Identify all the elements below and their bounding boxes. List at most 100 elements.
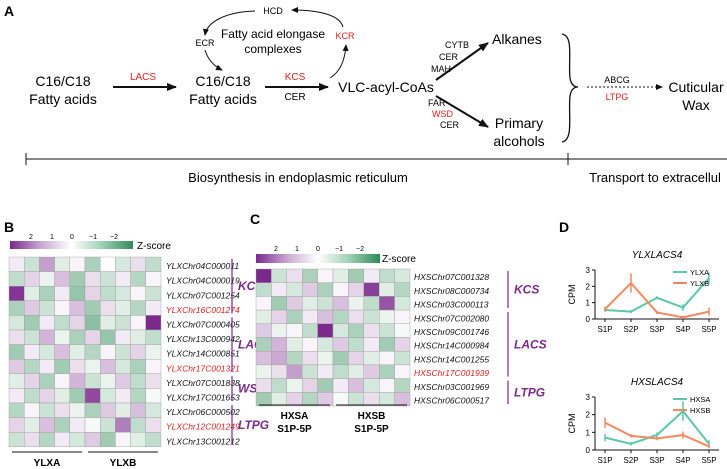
gene-label: HXSChr08C000734 <box>414 286 489 296</box>
heatmap-cell <box>145 373 162 389</box>
y-tick-label: 1 <box>586 299 591 308</box>
heatmap-cell <box>84 271 101 287</box>
heatmap-cell <box>348 351 364 366</box>
group-name: YLXB <box>110 458 137 469</box>
enzyme-lacs: LACS <box>130 72 156 83</box>
heatmap-cell <box>363 323 380 338</box>
group-subtitle: S1P-5P <box>277 424 312 435</box>
gene-label: YLXChr14C000851 <box>166 349 240 359</box>
heatmap-cell <box>115 402 131 418</box>
heatmap-cell <box>255 268 272 283</box>
y-tick-label: 3 <box>586 393 591 402</box>
heatmap-cell <box>99 286 116 302</box>
heatmap-cell <box>54 315 70 331</box>
heatmap-cell <box>145 315 162 331</box>
gene-label: YLXChr07C001838 <box>166 378 240 388</box>
gene-label: YLXChr12C001249 <box>166 422 240 432</box>
heatmap-cell <box>317 351 334 366</box>
heatmap-cell <box>84 402 101 418</box>
gene-label: HXSChr06C000517 <box>414 396 489 406</box>
enzyme-kcr: KCR <box>335 31 355 41</box>
zscore-c-colorbar <box>256 254 380 263</box>
zscore-b-tick-m2: −2 <box>110 234 118 241</box>
enzyme-cytb: CYTB <box>445 40 469 50</box>
heatmap-cell <box>54 271 70 287</box>
heatmap-cell <box>317 392 334 407</box>
heatmap-cell <box>332 364 349 379</box>
heatmap-cell <box>39 271 55 287</box>
heatmap-cell <box>115 300 131 316</box>
heatmap-cell <box>99 388 116 404</box>
heatmap-cell <box>394 378 411 393</box>
heatmap-cell <box>54 402 70 418</box>
gene-label: HXSChr07C002080 <box>414 313 489 323</box>
heatmap-cell <box>302 364 318 379</box>
zscore-b-colorbar <box>10 241 133 249</box>
heatmap-cell <box>145 388 162 404</box>
zscore-c-tick-1: 1 <box>295 246 299 253</box>
x-tick-label: S3P <box>649 325 664 334</box>
heatmap-cell <box>69 300 86 316</box>
heatmap-cell <box>130 315 147 331</box>
heatmap-cell <box>84 373 101 389</box>
heatmap-cell <box>255 392 272 407</box>
gene-label: YLXChr04C000019 <box>166 276 240 286</box>
enzyme-far: FAR <box>428 98 446 108</box>
heatmap-cell <box>84 417 101 433</box>
heatmap-cell <box>39 373 55 389</box>
cycle-arrow-ecr-down <box>204 49 223 71</box>
heatmap-cell <box>69 388 86 404</box>
heatmap-cell <box>8 432 25 448</box>
heatmap-cell <box>317 378 334 393</box>
complex-title-line2: complexes <box>244 42 301 56</box>
heatmap-cell <box>54 300 70 316</box>
enzyme-cer-alcohol: CER <box>440 120 460 130</box>
curly-brace <box>561 33 579 143</box>
heatmap-cell <box>24 329 40 345</box>
heatmap-cell <box>348 282 364 297</box>
heatmap-cell <box>24 373 40 389</box>
heatmap-cell <box>363 268 380 283</box>
heatmap-cell <box>286 392 303 407</box>
heatmap-cell <box>130 256 147 272</box>
heatmap-cell <box>271 309 287 325</box>
panel-a: A C16/C18 Fatty acids LACS C16/C18 Fatty… <box>4 3 727 185</box>
heatmap-cell <box>39 300 55 316</box>
heatmap-cell <box>8 388 25 404</box>
heatmap-cell <box>115 329 131 345</box>
heatmap-cell <box>302 268 318 283</box>
heatmap-cell <box>271 364 287 379</box>
heatmap-cell <box>115 286 131 302</box>
x-tick-label: S5P <box>701 456 716 465</box>
heatmap-cell <box>39 256 55 272</box>
heatmap-cell <box>348 309 364 325</box>
heatmap-cell <box>348 268 364 283</box>
heatmap-cell <box>379 364 395 379</box>
heatmap-cell <box>8 256 25 272</box>
gene-label: YLXChr17C001653 <box>166 393 240 403</box>
heatmap-cell <box>24 300 40 316</box>
heatmap-cell <box>84 286 101 302</box>
heatmap-cell <box>394 337 411 352</box>
heatmap-cell <box>24 286 40 302</box>
heatmap-cell <box>145 271 162 287</box>
heatmap-cell <box>115 315 131 331</box>
heatmap-cell <box>54 329 70 345</box>
heatmap-cell <box>69 329 86 345</box>
heatmap-cell <box>286 364 303 379</box>
x-tick-label: S5P <box>701 325 716 334</box>
heatmap-cell <box>379 268 395 283</box>
heatmap-cell <box>8 286 25 302</box>
arrow-to-primary-alcohols <box>435 95 489 128</box>
heatmap-cell <box>130 417 147 433</box>
heatmap-cell <box>99 315 116 331</box>
heatmap-cell <box>348 323 364 338</box>
heatmap-cell <box>24 271 40 287</box>
heatmap-cell <box>84 359 101 375</box>
heatmap-cell <box>332 378 349 393</box>
heatmap-cell <box>145 417 162 433</box>
heatmap-cell <box>8 271 25 287</box>
heatmap-cell <box>69 432 86 448</box>
enzyme-kcs: KCS <box>285 72 306 83</box>
